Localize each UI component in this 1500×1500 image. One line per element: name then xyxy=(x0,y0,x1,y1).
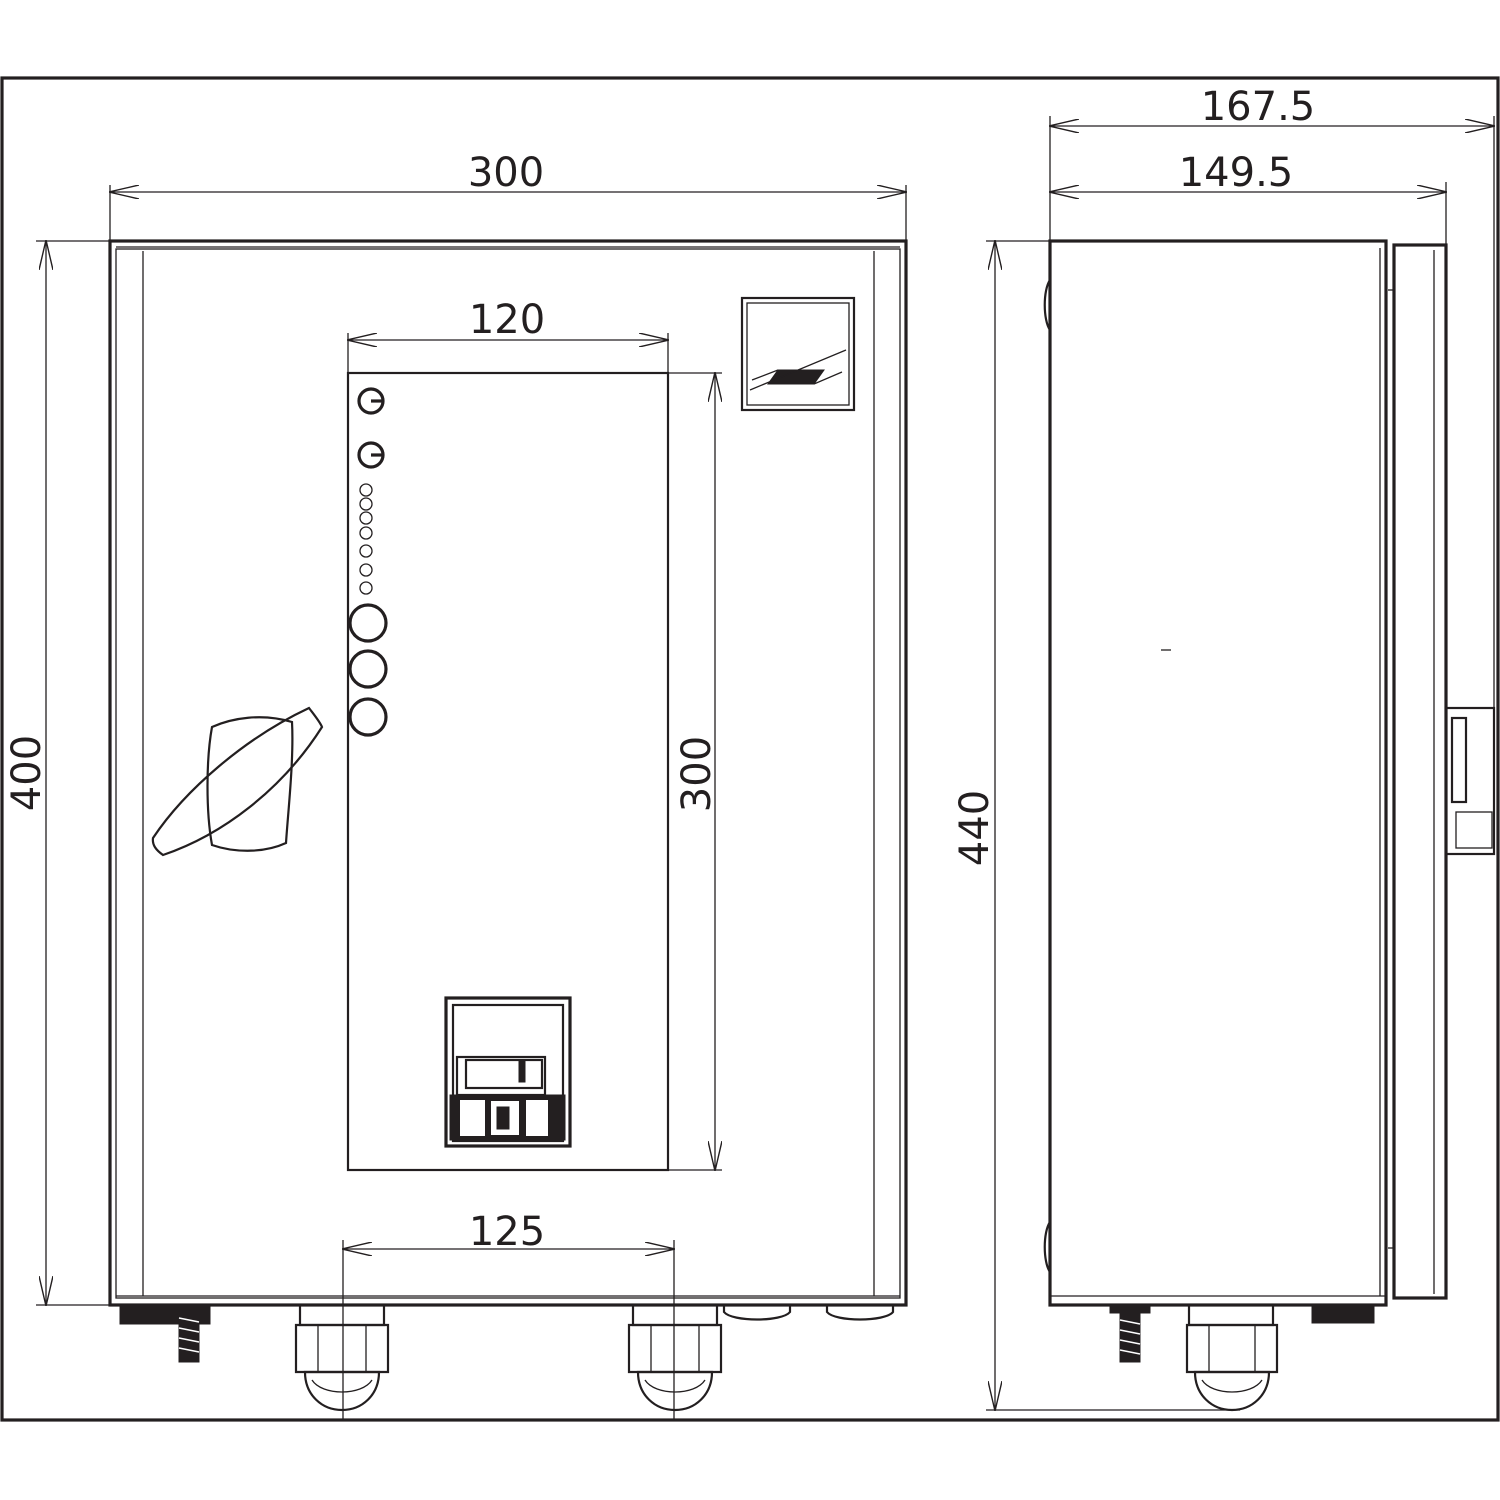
side-door xyxy=(1392,243,1448,1300)
side-enclosure xyxy=(1048,239,1388,1307)
push-button-1 xyxy=(348,603,388,643)
dim-panel-width: 120 xyxy=(469,297,545,343)
front-panel xyxy=(346,371,670,1172)
push-button-3 xyxy=(348,697,388,737)
side-foot-right xyxy=(1311,1304,1375,1324)
dim-side-body-depth: 149.5 xyxy=(1179,150,1294,196)
dim-front-height: 400 xyxy=(4,735,50,811)
dim-gland-spacing: 125 xyxy=(469,1209,545,1255)
front-door-frame xyxy=(115,248,901,1299)
side-earth-stud xyxy=(1119,1309,1141,1363)
side-view: 167.5 149.5 440 xyxy=(952,84,1496,1412)
dim-side-total-depth: 167.5 xyxy=(1201,84,1316,130)
push-button-2 xyxy=(348,649,388,689)
side-cable-gland xyxy=(1185,1303,1279,1412)
indicator-lamp-2 xyxy=(357,441,385,469)
side-rotary-handle xyxy=(1444,706,1496,856)
breaker-module xyxy=(444,996,572,1148)
rotary-switch-handle xyxy=(151,706,324,857)
brand-logo-plate xyxy=(740,296,856,412)
front-view: 300 400 120 300 xyxy=(4,150,908,1420)
cable-gland-left xyxy=(294,1303,390,1412)
cable-gland-right xyxy=(627,1303,723,1412)
dim-front-width: 300 xyxy=(468,150,544,196)
led-column xyxy=(359,483,373,595)
blanking-plug-1 xyxy=(722,1303,792,1321)
front-enclosure xyxy=(108,239,908,1307)
side-hinge-bottom xyxy=(1043,1221,1051,1273)
side-hinge-top xyxy=(1043,279,1051,331)
dim-side-height: 440 xyxy=(952,790,998,866)
indicator-lamp-1 xyxy=(357,387,385,415)
drawing-frame xyxy=(0,76,1500,1422)
earth-stud xyxy=(178,1305,200,1363)
blanking-plug-2 xyxy=(825,1303,895,1321)
dim-panel-height: 300 xyxy=(674,736,720,812)
